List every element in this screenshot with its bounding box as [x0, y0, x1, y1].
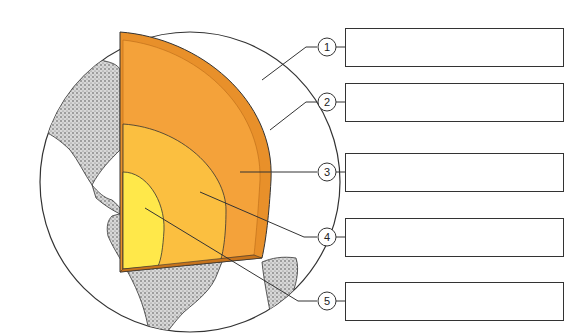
wedge-floor [120, 255, 262, 272]
crust [120, 32, 271, 272]
callout-number: 4 [318, 228, 336, 246]
answer-box [346, 84, 564, 122]
box-connector [336, 237, 345, 238]
callout-circle [318, 93, 336, 111]
answer-box [346, 219, 564, 257]
box-connector [336, 102, 345, 103]
leader-line [145, 208, 317, 301]
callout-number: 5 [318, 292, 336, 310]
box-connector [336, 301, 345, 302]
box-connector [336, 172, 345, 173]
answer-box [346, 29, 564, 67]
callout-number: 3 [318, 163, 336, 181]
answer-box [346, 283, 564, 321]
continent [92, 185, 120, 214]
callout-circle [318, 38, 336, 56]
leader-line [262, 47, 317, 80]
leader-line [200, 192, 317, 237]
callout-circle [318, 163, 336, 181]
inner-core [123, 172, 164, 269]
box-connector [336, 47, 345, 48]
continent [40, 60, 120, 185]
callout-number: 2 [318, 93, 336, 111]
callout-circle [318, 292, 336, 310]
answer-box [346, 154, 564, 192]
leader-line [240, 172, 317, 173]
callout-circle [318, 228, 336, 246]
callout-number: 1 [318, 38, 336, 56]
leader-line [270, 102, 317, 130]
mantle [123, 40, 260, 269]
